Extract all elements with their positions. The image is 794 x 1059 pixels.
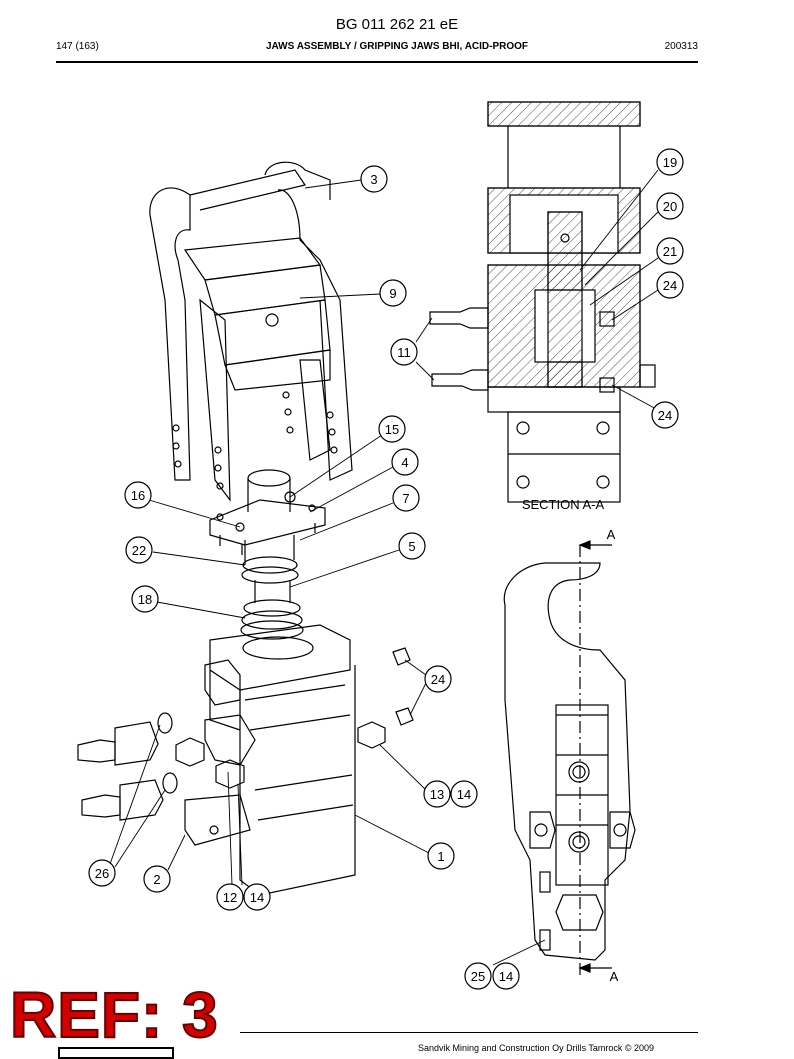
callout-label: 20	[663, 199, 677, 214]
callout-label: 16	[131, 488, 145, 503]
callout-label: 24	[431, 672, 445, 687]
cut-marker-bottom: A	[610, 969, 619, 984]
side-view	[503, 540, 636, 975]
revision-date: 200313	[664, 41, 698, 52]
callout-labels: 3 9 15 4 16 7 22 5 18 24 13 14 1 26 2 12…	[95, 155, 677, 984]
callout-bubbles	[88, 148, 684, 990]
callout-label: 13	[430, 787, 444, 802]
callout-label: 18	[138, 592, 152, 607]
ref-stamp: REF: 3	[9, 979, 219, 1051]
page-number: 147 (163)	[56, 41, 99, 52]
footer-rule	[240, 1032, 698, 1033]
callout-label: 14	[499, 969, 513, 984]
iso-piston-assembly	[209, 469, 326, 640]
document-code: BG 011 262 21 eE	[335, 16, 459, 33]
callout-label: 7	[402, 491, 409, 506]
callout-label: 4	[401, 455, 408, 470]
page-title: JAWS ASSEMBLY / GRIPPING JAWS BHI, ACID-…	[265, 41, 529, 52]
callout-label: 11	[397, 345, 411, 360]
callout-label: 26	[95, 866, 109, 881]
callout-label: 2	[153, 872, 160, 887]
cut-marker-top: A	[607, 527, 616, 542]
callout-label: 12	[223, 890, 237, 905]
callout-label: 14	[250, 890, 264, 905]
leader-lines	[109, 169, 659, 966]
iso-cylinder-block	[184, 624, 356, 896]
iso-hydraulic-fittings	[77, 647, 414, 821]
callout-label: 22	[132, 543, 146, 558]
footer-copyright: Sandvik Mining and Construction Oy Drill…	[418, 1043, 655, 1053]
section-a-a-view	[429, 101, 656, 503]
callout-label: 21	[663, 244, 677, 259]
callout-label: 25	[471, 969, 485, 984]
callout-label: 24	[663, 278, 677, 293]
section-label: SECTION A-A	[522, 497, 605, 512]
callout-label: 5	[408, 539, 415, 554]
callout-label: 3	[370, 172, 377, 187]
iso-jaw-frame	[149, 161, 353, 502]
callout-label: 1	[437, 849, 444, 864]
callout-label: 24	[658, 408, 672, 423]
iso-frame-holes	[172, 391, 338, 490]
callout-label: 19	[663, 155, 677, 170]
header-rule	[56, 61, 698, 63]
callout-label: 15	[385, 422, 399, 437]
callout-label: 9	[389, 286, 396, 301]
callout-label: 14	[457, 787, 471, 802]
